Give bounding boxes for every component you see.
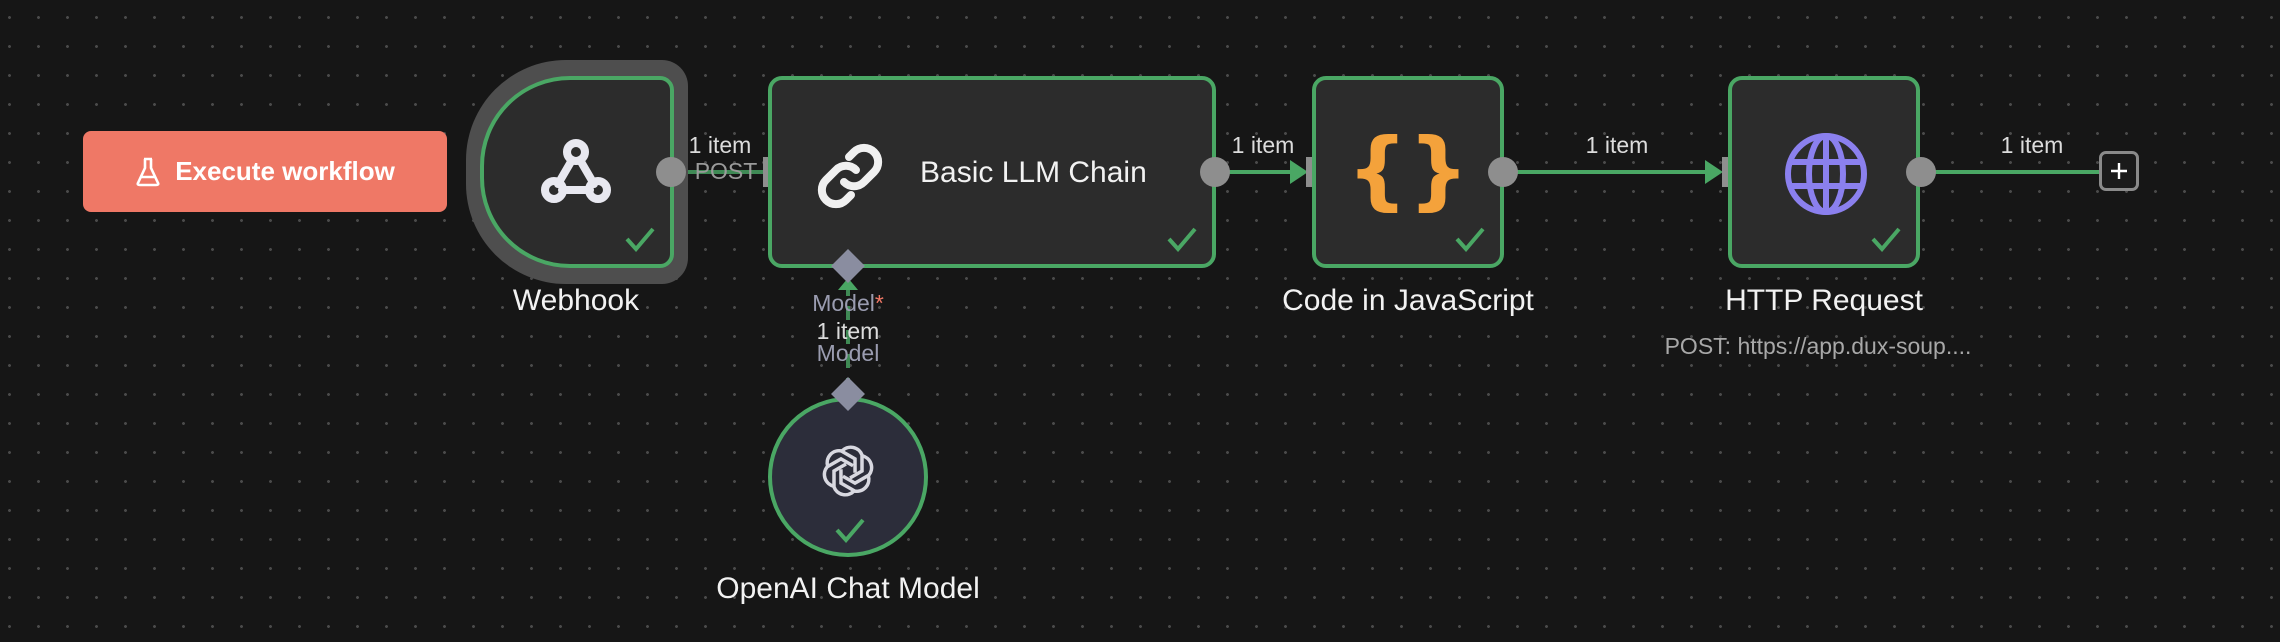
arrow-head xyxy=(1290,160,1308,184)
openai-chat-model-node[interactable] xyxy=(768,397,928,557)
execute-workflow-label: Execute workflow xyxy=(175,156,395,186)
code-label: Code in JavaScript xyxy=(1282,284,1534,317)
basic-llm-chain-label: Basic LLM Chain xyxy=(920,156,1147,189)
model-output-label: Model xyxy=(816,340,880,366)
webhook-label: Webhook xyxy=(512,284,640,317)
edge-branch-label: POST xyxy=(694,158,758,184)
webhook-output-port[interactable] xyxy=(656,157,686,187)
http-subtitle: POST: https://app.dux-soup.... xyxy=(1664,333,1972,359)
edge-count-label: 1 item xyxy=(688,132,752,158)
arrow-head xyxy=(1705,160,1723,184)
openai-icon xyxy=(822,445,874,497)
arrow-head xyxy=(838,278,858,290)
add-node-button[interactable] xyxy=(2099,151,2139,191)
llm-output-port[interactable] xyxy=(1200,157,1230,187)
edge-count-label: 1 item xyxy=(1585,132,1649,158)
check-icon xyxy=(625,227,655,252)
http-request-node[interactable] xyxy=(1728,76,1920,268)
code-output-port[interactable] xyxy=(1488,157,1518,187)
check-icon xyxy=(1871,227,1901,252)
http-output-port[interactable] xyxy=(1906,157,1936,187)
check-icon xyxy=(1167,227,1197,252)
http-label: HTTP Request xyxy=(1725,284,1923,317)
flask-icon xyxy=(136,157,160,186)
globe-icon xyxy=(1785,133,1867,215)
braces-icon: {} xyxy=(1346,120,1470,220)
openai-label: OpenAI Chat Model xyxy=(716,572,980,605)
link-icon xyxy=(817,143,883,209)
check-icon xyxy=(1455,227,1485,252)
check-icon xyxy=(835,518,865,543)
edge-count-label: 1 item xyxy=(2000,132,2064,158)
model-edge-count: 1 item xyxy=(816,318,880,344)
webhook-icon xyxy=(541,139,611,203)
basic-llm-chain-node[interactable]: Basic LLM Chain xyxy=(768,76,1216,268)
execute-workflow-button[interactable]: Execute workflow xyxy=(83,131,447,212)
plus-icon xyxy=(2111,163,2127,179)
code-node[interactable]: {} xyxy=(1312,76,1504,268)
model-input-label: Model* xyxy=(812,290,884,317)
required-mark: * xyxy=(874,290,884,316)
edge-count-label: 1 item xyxy=(1231,132,1295,158)
model-input-text: Model xyxy=(812,290,875,316)
webhook-node[interactable] xyxy=(480,76,674,268)
